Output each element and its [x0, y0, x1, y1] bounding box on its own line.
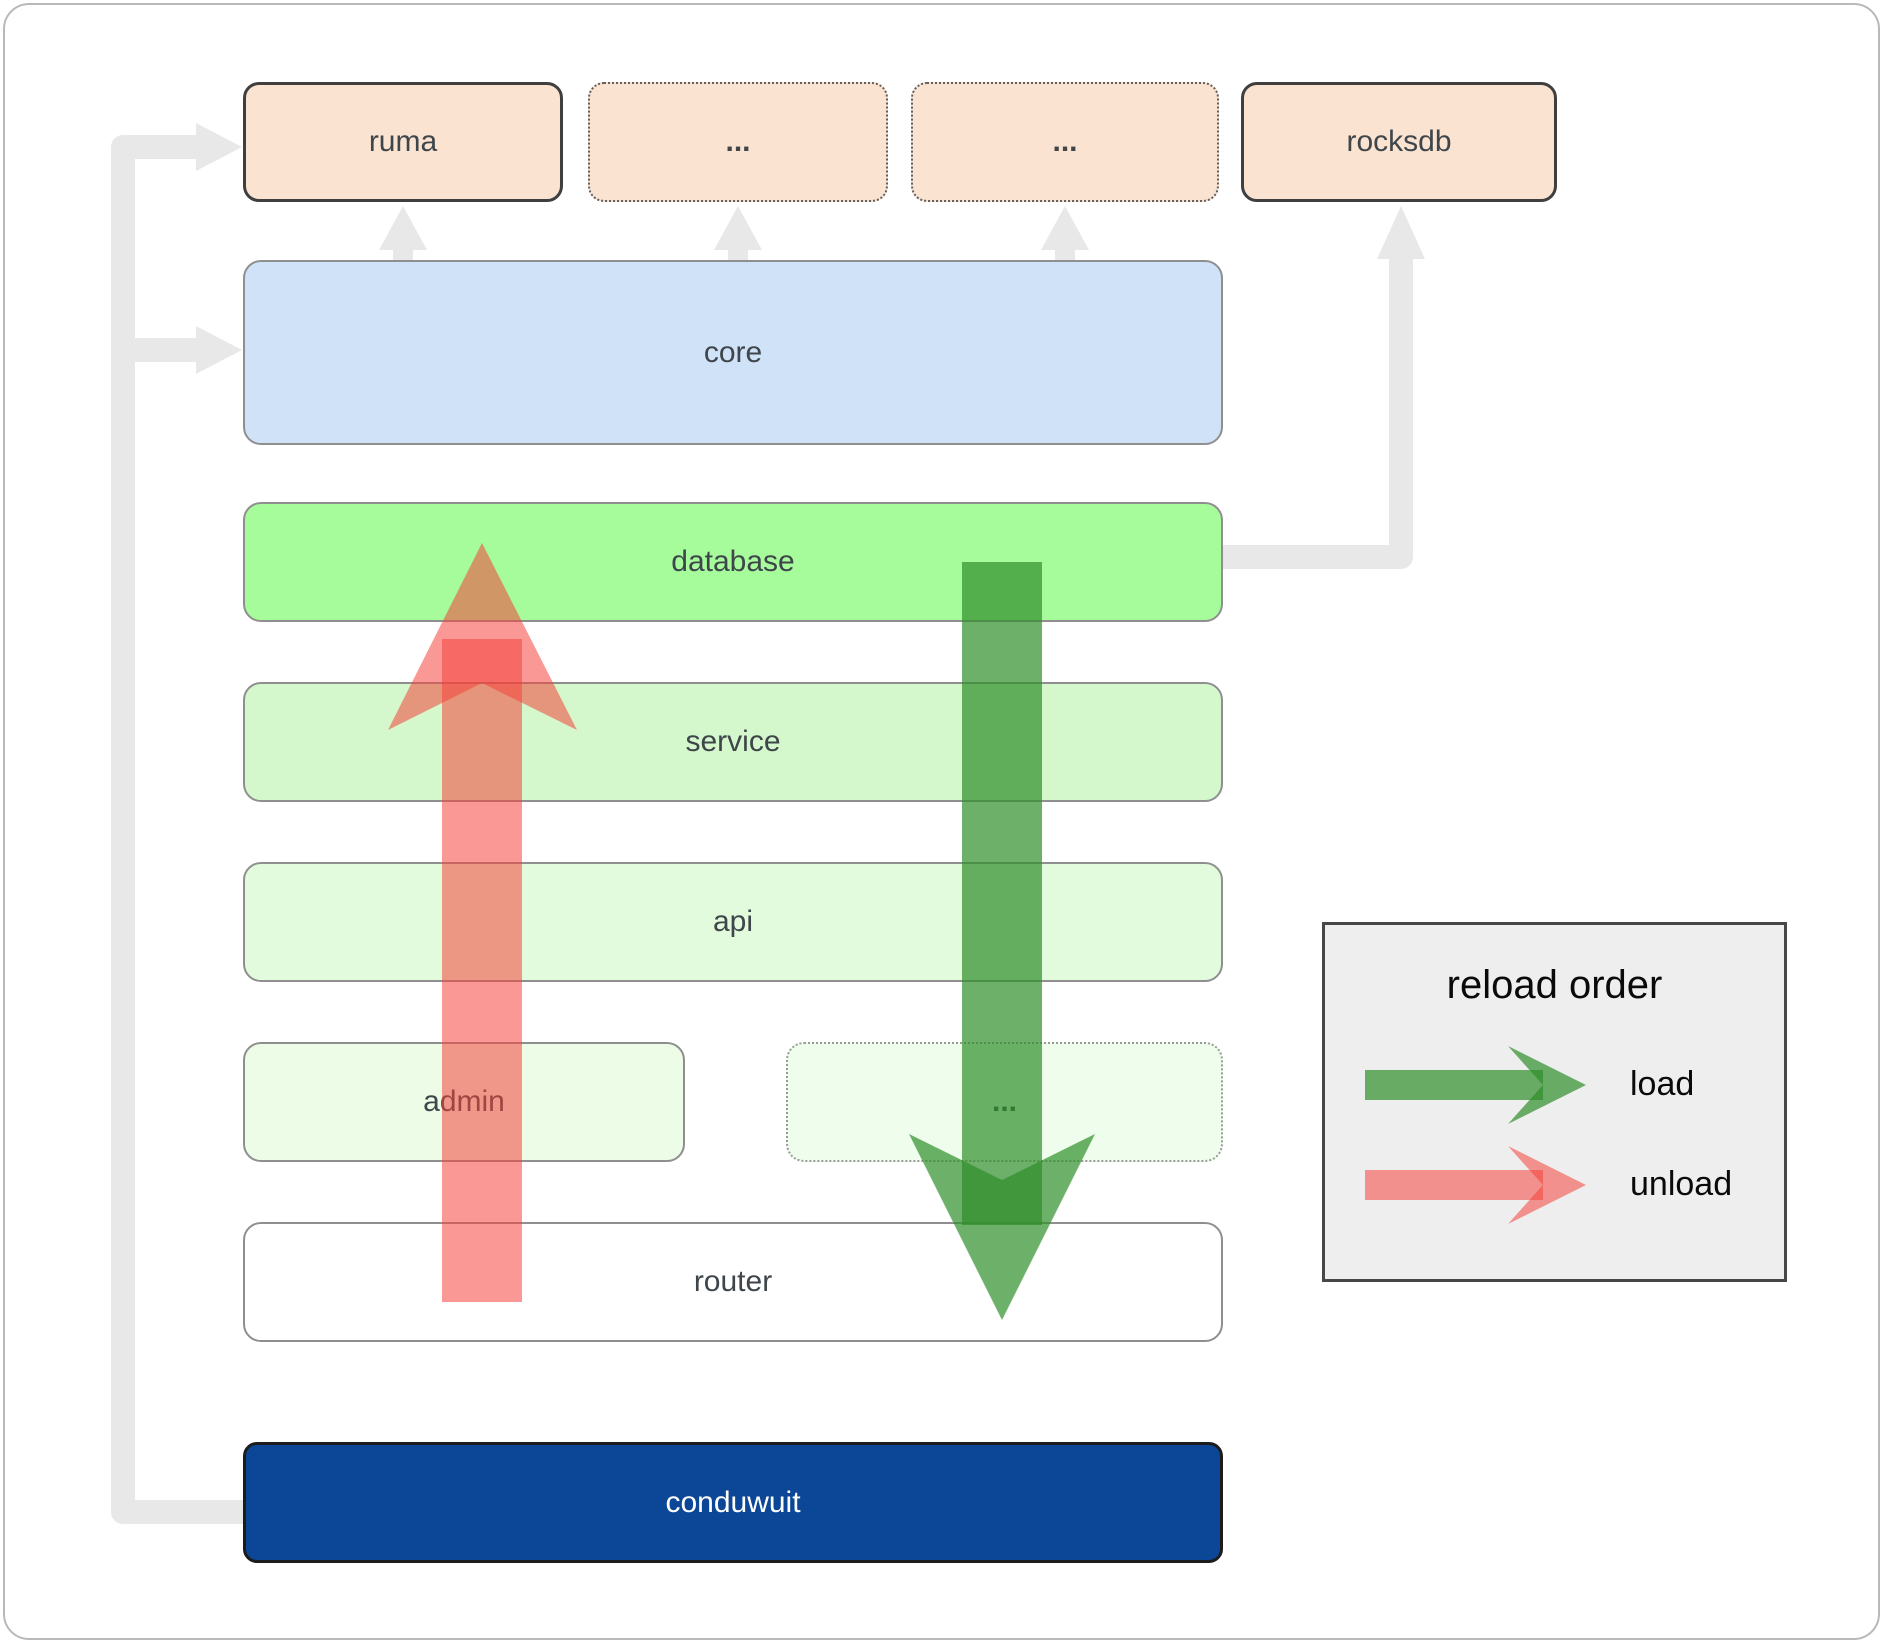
- node-admin-label: admin: [423, 1085, 505, 1118]
- legend-arrow-layer: [1365, 1046, 1586, 1224]
- legend-box: reload order load unload: [1322, 922, 1787, 1282]
- node-conduwuit-label: conduwuit: [665, 1485, 801, 1519]
- node-api: api: [243, 862, 1223, 982]
- node-dots-bottom-label: ...: [991, 1085, 1017, 1118]
- legend-load-arrow-icon: [1365, 1046, 1586, 1124]
- node-database: database: [243, 502, 1223, 622]
- legend-unload-arrow-icon: [1365, 1146, 1586, 1224]
- node-core-label: core: [703, 335, 763, 369]
- node-dots-bottom: ...: [786, 1042, 1223, 1162]
- node-admin: admin: [243, 1042, 685, 1162]
- legend-unload-label: unload: [1630, 1165, 1733, 1203]
- node-api-label: api: [712, 905, 754, 938]
- node-service: service: [243, 682, 1223, 802]
- diagram-frame: [3, 3, 1880, 1640]
- node-service-label: service: [685, 725, 781, 758]
- node-router-label: router: [693, 1265, 773, 1298]
- legend-title: reload order: [1446, 963, 1663, 1007]
- node-rocksdb-label: rocksdb: [1346, 125, 1452, 158]
- legend-load-label: load: [1630, 1065, 1695, 1103]
- node-core: core: [243, 260, 1223, 445]
- node-dots-top-1-label: ...: [725, 125, 751, 158]
- node-dots-top-1: ...: [588, 82, 888, 202]
- node-dots-top-2-label: ...: [1052, 125, 1078, 158]
- node-ruma-label: ruma: [368, 125, 438, 158]
- node-dots-top-2: ...: [911, 82, 1219, 202]
- node-conduwuit: conduwuit: [243, 1442, 1223, 1563]
- node-rocksdb: rocksdb: [1241, 82, 1557, 202]
- node-router: router: [243, 1222, 1223, 1342]
- node-database-label: database: [671, 545, 795, 578]
- node-ruma: ruma: [243, 82, 563, 202]
